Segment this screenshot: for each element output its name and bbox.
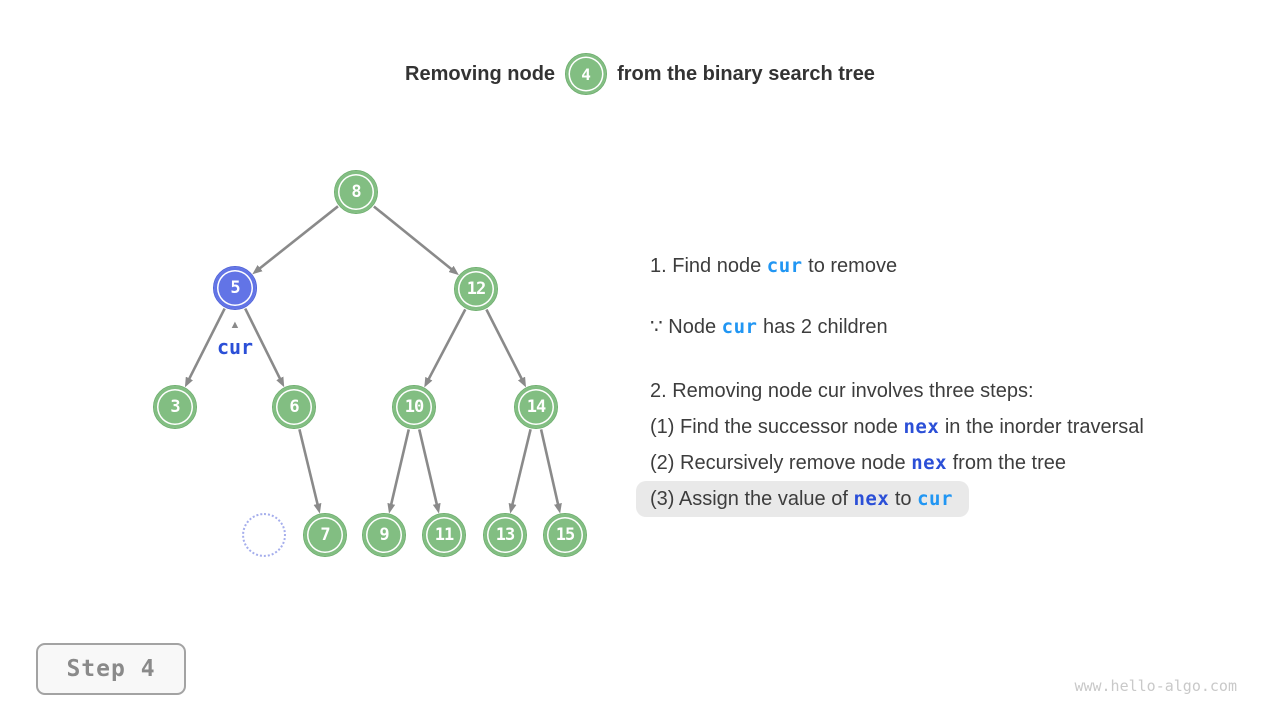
keyword-cur: cur <box>766 255 803 277</box>
cur-pointer-icon: ▲ <box>229 319 241 331</box>
note-text: 1. Find node <box>650 255 767 277</box>
note-line: ∵ Node cur has 2 children <box>636 309 904 345</box>
tree-node-15: 15 <box>543 513 587 557</box>
note-line-highlighted: (3) Assign the value of nex to cur <box>636 481 969 517</box>
keyword-cur: cur <box>721 316 758 338</box>
note-text: ∵ Node <box>650 316 722 338</box>
keyword-nex: nex <box>911 452 948 474</box>
tree-node-6: 6 <box>272 385 316 429</box>
ghost-node <box>242 513 286 557</box>
note-line: 1. Find node cur to remove <box>636 248 913 284</box>
tree-edge-14-13 <box>508 429 532 514</box>
note-text: (1) Find the successor node <box>650 416 904 438</box>
tree-edge-12-14 <box>485 308 527 388</box>
tree-node-12: 12 <box>454 267 498 311</box>
note-text: to remove <box>802 255 898 277</box>
note-text: (3) Assign the value of <box>650 488 854 510</box>
tree-node-7: 7 <box>303 513 347 557</box>
watermark: www.hello-algo.com <box>1074 677 1237 695</box>
tree-node-9: 9 <box>362 513 406 557</box>
title-prefix: Removing node <box>405 62 556 85</box>
tree-node-8: 8 <box>334 170 378 214</box>
tree-edge-8-5 <box>252 205 339 275</box>
note-text: from the tree <box>947 452 1066 474</box>
tree-node-11: 11 <box>422 513 466 557</box>
tree-edge-10-9 <box>387 429 411 514</box>
explanation-notes: 1. Find node cur to remove ∵ Node cur has… <box>636 248 1160 517</box>
note-text: (2) Recursively remove node <box>650 452 912 474</box>
note-line: 2. Removing node cur involves three step… <box>636 373 1050 409</box>
note-line: (2) Recursively remove node nex from the… <box>636 445 1082 481</box>
step-badge-label: Step 4 <box>66 656 156 682</box>
title-suffix: from the binary search tree <box>617 62 875 85</box>
title-node-circle: 4 <box>565 53 608 95</box>
tree-edge-6-7 <box>298 429 322 514</box>
page-title: Removing node 4 from the binary search t… <box>0 52 1280 96</box>
note-text: in the inorder traversal <box>939 416 1144 438</box>
note-text: 2. Removing node cur involves three step… <box>650 380 1034 402</box>
tree-node-10: 10 <box>392 385 436 429</box>
tree-node-14: 14 <box>514 385 558 429</box>
tree-edge-14-15 <box>539 429 562 514</box>
note-text: to <box>889 488 918 510</box>
keyword-nex: nex <box>903 416 940 438</box>
tree-edge-10-11 <box>417 429 441 514</box>
tree-node-5: 5 <box>213 266 257 310</box>
note-line: (1) Find the successor node nex in the i… <box>636 409 1160 445</box>
tree-edge-8-12 <box>373 205 459 276</box>
keyword-nex: nex <box>853 488 890 510</box>
keyword-cur: cur <box>917 488 953 510</box>
title-node-value: 4 <box>581 64 591 84</box>
tree-node-3: 3 <box>153 385 197 429</box>
cur-pointer-label: cur <box>216 335 254 359</box>
step-badge: Step 4 <box>36 643 186 695</box>
tree-edge-12-10 <box>424 308 467 388</box>
note-text: has 2 children <box>757 316 888 338</box>
tree-node-13: 13 <box>483 513 527 557</box>
